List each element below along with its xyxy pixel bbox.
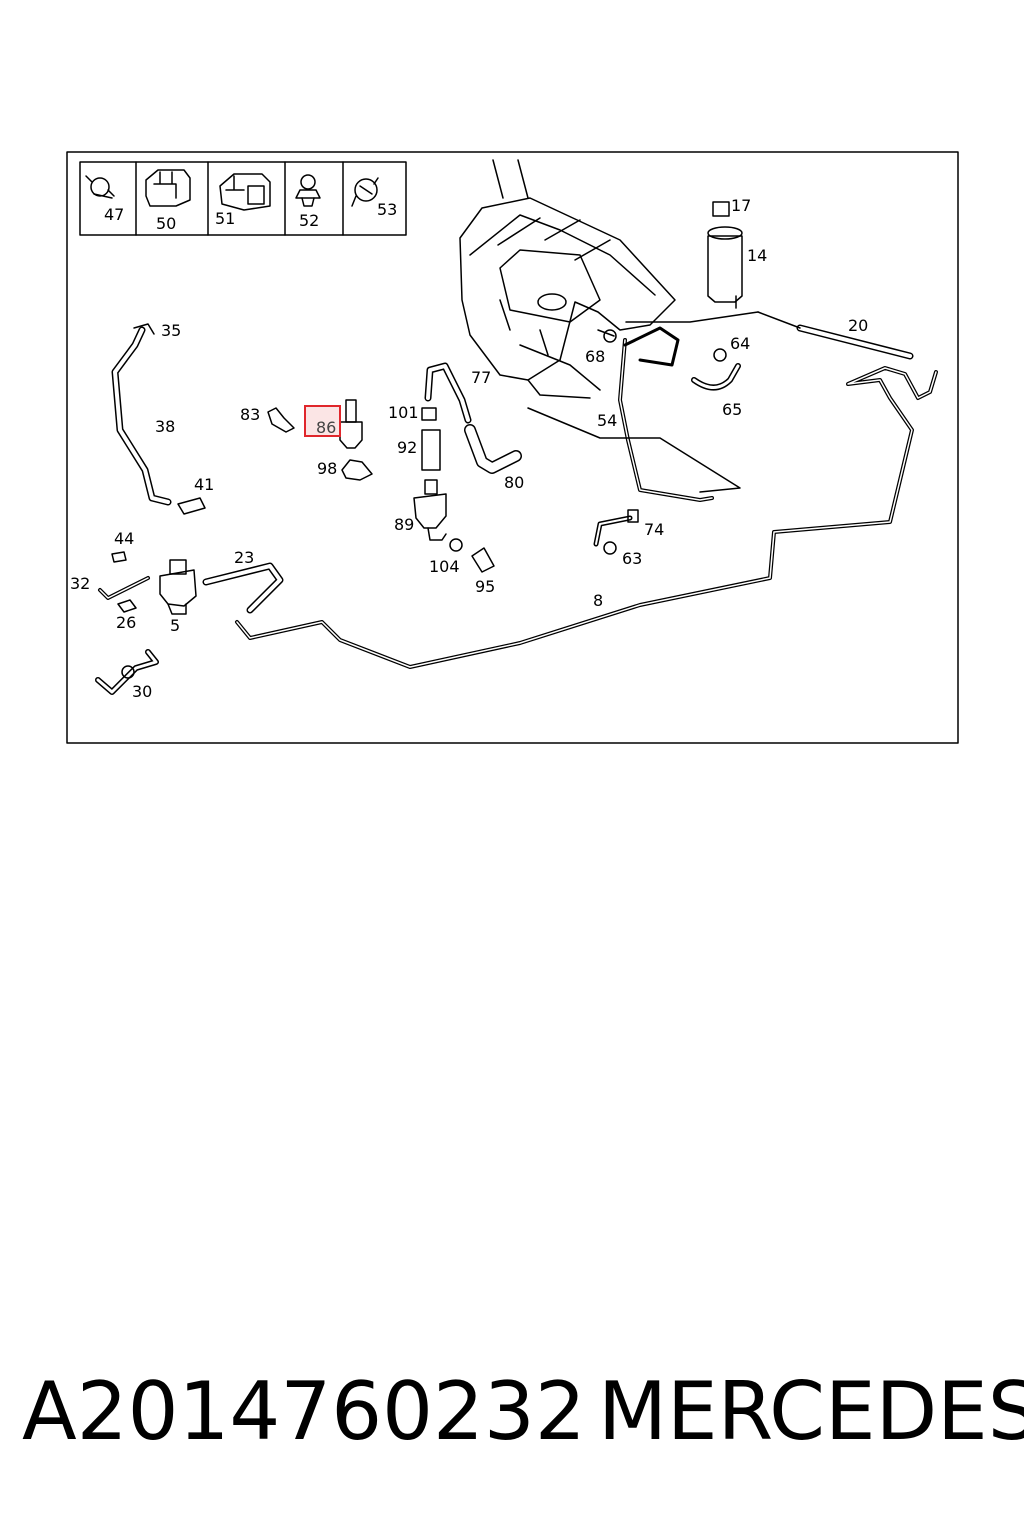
hose-38 xyxy=(111,326,172,506)
clamp-47-icon xyxy=(85,175,115,199)
clip-74-icon xyxy=(627,509,639,523)
part-label-54: 54 xyxy=(597,411,617,430)
part-label-17: 17 xyxy=(731,196,751,215)
highlight-box xyxy=(304,405,341,437)
connector-41-icon xyxy=(177,497,206,515)
legend-label-47: 47 xyxy=(104,205,124,224)
part-label-92: 92 xyxy=(397,438,417,457)
part-label-95: 95 xyxy=(475,577,495,596)
diagram-frame xyxy=(66,151,959,744)
fuel-tank-drawing xyxy=(459,159,759,399)
part-label-101: 101 xyxy=(388,403,419,422)
part-label-32: 32 xyxy=(70,574,90,593)
part-label-74: 74 xyxy=(644,520,664,539)
valve-5-icon xyxy=(159,559,197,615)
part-label-65: 65 xyxy=(722,400,742,419)
elbow-26-icon xyxy=(117,599,137,613)
part-label-80: 80 xyxy=(504,473,524,492)
fitting-83-icon xyxy=(267,407,295,433)
bracket-50-icon xyxy=(145,169,191,207)
part-label-63: 63 xyxy=(622,549,642,568)
legend-label-51: 51 xyxy=(215,209,235,228)
part-label-30: 30 xyxy=(132,682,152,701)
valve-86-icon xyxy=(339,399,363,449)
legend-label-50: 50 xyxy=(156,214,176,233)
brand-name: MERCEDES xyxy=(598,1365,1024,1458)
parts-diagram: 47 50 51 52 53 17 14 20 35 38 41 83 86 9… xyxy=(66,151,959,744)
part-label-35: 35 xyxy=(161,321,181,340)
part-number: A2014760232 xyxy=(22,1365,586,1458)
part-label-41: 41 xyxy=(194,475,214,494)
clip-101-icon xyxy=(421,407,437,421)
part-label-23: 23 xyxy=(234,548,254,567)
fuel-filter-drawing xyxy=(707,201,743,309)
elbow-35-icon xyxy=(133,323,155,335)
part-label-8: 8 xyxy=(593,591,603,610)
clip-53-icon xyxy=(351,177,379,207)
clip-30-icon xyxy=(121,665,135,679)
legend-label-53: 53 xyxy=(377,200,397,219)
part-label-64: 64 xyxy=(730,334,750,353)
holder-51-icon xyxy=(219,173,271,211)
valve-89-icon xyxy=(413,479,447,541)
bracket-98-icon xyxy=(341,459,373,481)
part-label-14: 14 xyxy=(747,246,767,265)
clip-64-icon xyxy=(713,348,727,362)
part-label-83: 83 xyxy=(240,405,260,424)
part-label-26: 26 xyxy=(116,613,136,632)
part-label-104: 104 xyxy=(429,557,460,576)
grommet-52-icon xyxy=(295,174,321,207)
part-label-86: 86 xyxy=(316,418,336,437)
fitting-44-icon xyxy=(111,551,127,563)
sleeve-95-icon xyxy=(471,547,495,573)
sleeve-92-icon xyxy=(421,429,441,471)
part-label-38: 38 xyxy=(155,417,175,436)
legend-table xyxy=(79,161,407,236)
part-label-20: 20 xyxy=(848,316,868,335)
legend-label-52: 52 xyxy=(299,211,319,230)
clip-68-icon xyxy=(603,329,617,343)
part-label-68: 68 xyxy=(585,347,605,366)
clip-104-icon xyxy=(449,538,463,552)
clip-63-icon xyxy=(603,541,617,555)
part-label-89: 89 xyxy=(394,515,414,534)
part-label-5: 5 xyxy=(170,616,180,635)
part-label-77: 77 xyxy=(471,368,491,387)
part-label-98: 98 xyxy=(317,459,337,478)
part-label-44: 44 xyxy=(114,529,134,548)
